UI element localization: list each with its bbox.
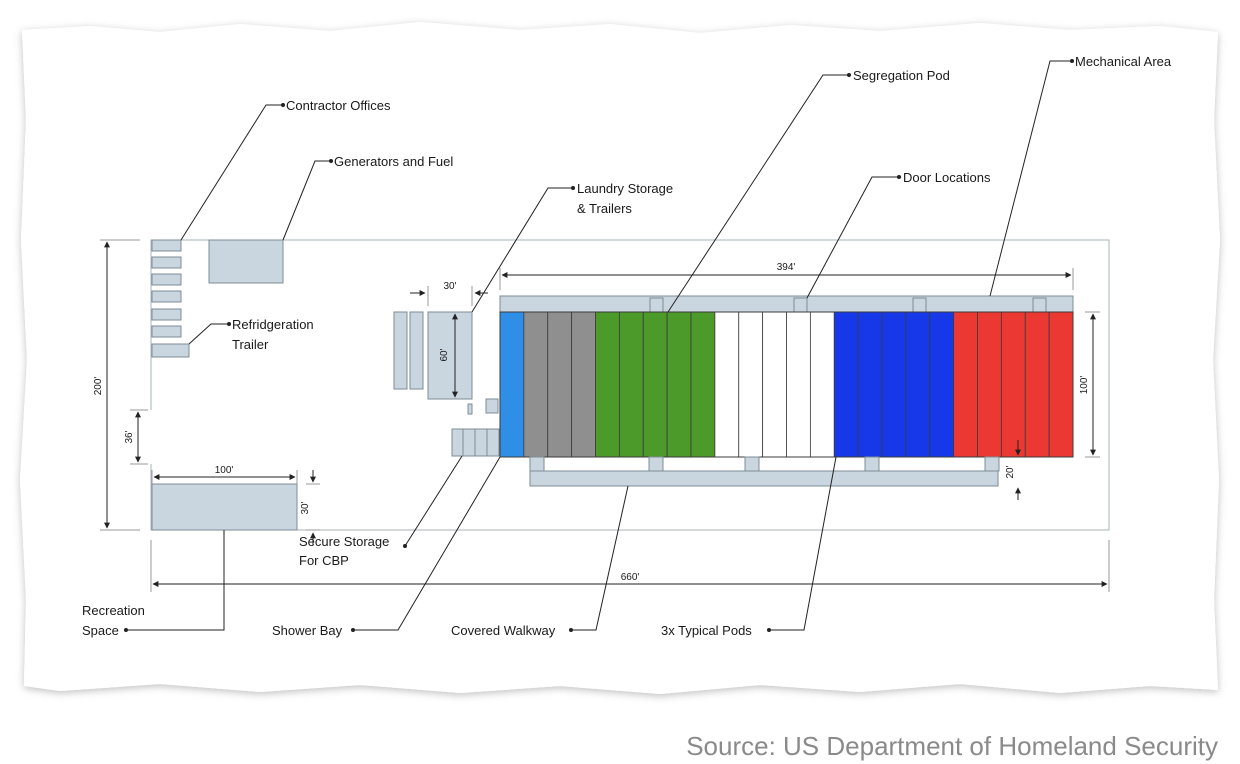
mechanical-bar xyxy=(499,295,1074,313)
recreation-space xyxy=(151,483,298,531)
pod-cell-4-4 xyxy=(929,311,955,458)
secure-storage xyxy=(451,428,500,457)
pod-cell-5-2 xyxy=(1000,311,1026,458)
walkway-connectors xyxy=(529,456,1000,472)
pod-cell-4-3 xyxy=(905,311,931,458)
pod-cell-1-1 xyxy=(547,311,573,458)
pod-cell-5-4 xyxy=(1048,311,1074,458)
dim-200: 200' xyxy=(93,377,104,396)
label-segregation-pod: Segregation Pod xyxy=(853,68,950,83)
pod-cell-1-0 xyxy=(523,311,549,458)
dim-60: 60' xyxy=(439,348,450,361)
pod-cell-0-0 xyxy=(499,311,525,458)
pod-strip xyxy=(499,311,1074,458)
dim-660: 660' xyxy=(621,572,640,583)
pod-cell-2-3 xyxy=(666,311,692,458)
generators-block xyxy=(208,239,284,284)
pod-cell-2-0 xyxy=(595,311,620,458)
pod-cell-5-0 xyxy=(953,311,978,458)
leader-lines xyxy=(124,59,1074,632)
dim-36: 36' xyxy=(124,430,135,443)
label-covered-walkway: Covered Walkway xyxy=(451,623,556,638)
pod-cell-3-0 xyxy=(714,311,740,458)
refrigeration-trailer xyxy=(151,343,190,358)
label-mechanical-area: Mechanical Area xyxy=(1075,54,1172,69)
pod-cell-3-1 xyxy=(738,311,764,458)
dim-20: 20' xyxy=(1005,465,1016,478)
pod-cell-2-1 xyxy=(618,311,644,458)
label-recreation-2: Space xyxy=(82,623,119,638)
label-secure-storage-2: For CBP xyxy=(299,553,349,568)
dim-30-rec: 30' xyxy=(300,501,311,514)
dimension-lines xyxy=(100,239,1110,592)
label-secure-storage-1: Secure Storage xyxy=(299,534,389,549)
laundry-trailers xyxy=(393,311,499,415)
pod-outline xyxy=(499,311,1074,458)
label-refrigeration-2: Trailer xyxy=(232,337,269,352)
dim-394: 394' xyxy=(777,262,796,273)
label-laundry-2: & Trailers xyxy=(577,201,632,216)
label-shower-bay: Shower Bay xyxy=(272,623,343,638)
pod-cell-5-1 xyxy=(977,311,1002,458)
pod-cell-3-3 xyxy=(786,311,811,458)
label-recreation-1: Recreation xyxy=(82,603,145,618)
label-refrigeration-1: Refridgeration xyxy=(232,317,314,332)
covered-walkway xyxy=(529,470,999,487)
pod-cell-3-2 xyxy=(762,311,787,458)
pod-cell-5-3 xyxy=(1024,311,1050,458)
pod-cell-4-1 xyxy=(857,311,883,458)
source-caption: Source: US Department of Homeland Securi… xyxy=(686,731,1218,761)
label-door-locations: Door Locations xyxy=(903,170,991,185)
dim-100-rec: 100' xyxy=(215,465,234,476)
contractor-offices xyxy=(151,239,182,338)
dim-30-top: 30' xyxy=(443,281,456,292)
label-generators: Generators and Fuel xyxy=(334,154,453,169)
pod-cell-4-0 xyxy=(833,311,859,458)
pod-cell-2-4 xyxy=(690,311,716,458)
pod-cell-3-4 xyxy=(809,311,835,458)
pod-cell-1-2 xyxy=(571,311,596,458)
dim-100-pods: 100' xyxy=(1079,376,1090,395)
pod-cell-2-2 xyxy=(642,311,668,458)
label-laundry-1: Laundry Storage xyxy=(577,181,673,196)
site-boundary xyxy=(150,239,1110,531)
label-contractor-offices: Contractor Offices xyxy=(286,98,391,113)
label-typical-pods: 3x Typical Pods xyxy=(661,623,752,638)
pod-cell-4-2 xyxy=(881,311,907,458)
